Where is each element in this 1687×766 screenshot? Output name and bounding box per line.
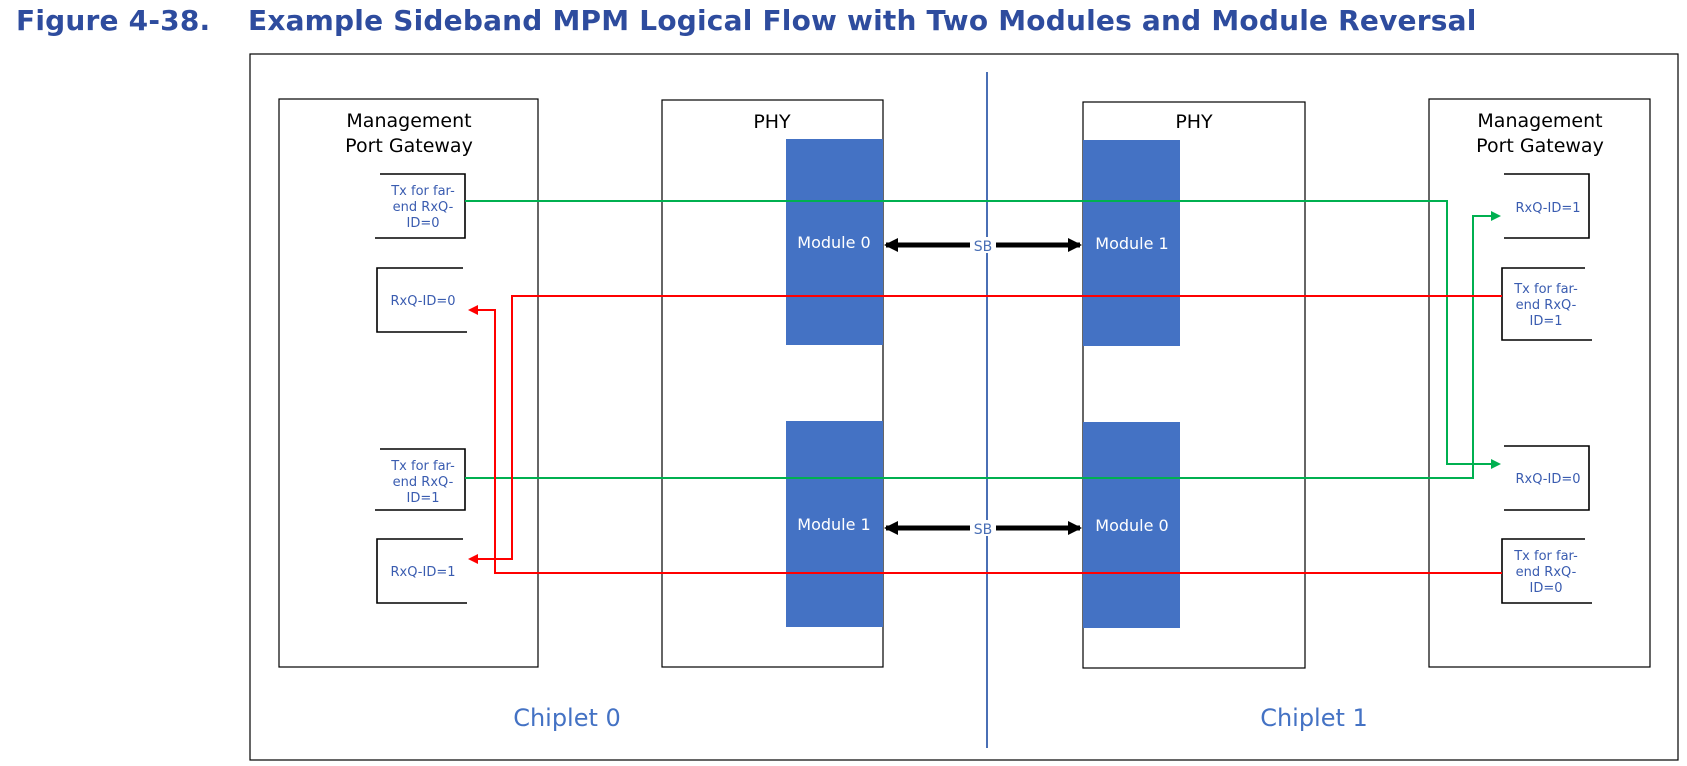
chiplet0-phy-title: PHY <box>753 111 791 133</box>
figure-title: Example Sideband MPM Logical Flow with T… <box>248 4 1477 37</box>
chiplet0-gateway: Management Port Gateway Tx for far- end … <box>278 98 539 668</box>
chiplet1-rx-queue-0: RxQ-ID=0 <box>1504 445 1590 511</box>
chiplet1-tx1-line3: ID=1 <box>1529 314 1562 329</box>
outer-frame <box>249 53 1679 761</box>
sideband-link-bottom: SB <box>884 520 1082 538</box>
chiplet1-gateway-title-line1: Management <box>1477 110 1602 132</box>
chiplet1-tx0-line3: ID=0 <box>1529 581 1562 596</box>
sideband-bottom-label: SB <box>974 522 993 538</box>
sideband-link-top: SB <box>884 237 1082 255</box>
chiplet0-module-bottom-block <box>786 421 883 627</box>
chiplet0-tx1-line1: Tx for far- <box>390 459 455 474</box>
figure-caption: Figure 4-38. Example Sideband MPM Logical… <box>16 4 1477 37</box>
chiplet1-tx-queue-0: Tx for far- end RxQ- ID=0 <box>1501 538 1592 604</box>
chiplet1-rx-queue-1: RxQ-ID=1 <box>1504 173 1590 239</box>
chiplet0-tx0-line1: Tx for far- <box>390 184 455 199</box>
chiplet0-module-top-block <box>786 139 883 345</box>
chiplet0-tx1-line3: ID=1 <box>406 491 439 506</box>
chiplet1-gateway-title-line2: Port Gateway <box>1476 135 1604 157</box>
flow-red-to-chiplet0-rxq0 <box>468 305 1502 574</box>
chiplet1-tx1-line2: end RxQ- <box>1516 298 1577 313</box>
chiplet1-tx0-line2: end RxQ- <box>1516 565 1577 580</box>
sideband-top-label: SB <box>974 239 993 255</box>
chiplet1-module-top-block <box>1083 140 1180 346</box>
chiplet0-module-bottom-label: Module 1 <box>797 515 870 534</box>
chiplet1-tx-queue-1: Tx for far- end RxQ- ID=1 <box>1501 267 1592 341</box>
chiplet1-tx1-line1: Tx for far- <box>1513 282 1578 297</box>
chiplet1-tx0-line1: Tx for far- <box>1513 549 1578 564</box>
chiplet0-tx0-line2: end RxQ- <box>393 200 454 215</box>
chiplet1-rx1-label: RxQ-ID=1 <box>1515 201 1580 216</box>
chiplet1-gateway: Management Port Gateway RxQ-ID=1 Tx for … <box>1428 98 1651 668</box>
chiplet0-rx-queue-0: RxQ-ID=0 <box>376 267 467 333</box>
chiplet0-gateway-title-line1: Management <box>346 110 471 132</box>
chiplet0-tx1-line2: end RxQ- <box>393 475 454 490</box>
chiplet0-tx0-line3: ID=0 <box>406 216 439 231</box>
chiplet0-rx1-label: RxQ-ID=1 <box>390 565 455 580</box>
chiplet0-tx-queue-0: Tx for far- end RxQ- ID=0 <box>375 173 466 239</box>
chiplet1-module-bottom-block <box>1083 422 1180 628</box>
chiplet1-module-top-label: Module 1 <box>1095 234 1168 253</box>
chiplet1-rx0-label: RxQ-ID=0 <box>1515 472 1580 487</box>
chiplet1-phy: PHY Module 1 Module 0 <box>1082 101 1306 669</box>
flow-red-to-chiplet0-rxq1 <box>468 295 1502 564</box>
chiplet0-module-top-label: Module 0 <box>797 233 870 252</box>
figure-number: Figure 4-38. <box>16 4 211 37</box>
chiplet1-phy-title: PHY <box>1175 111 1213 133</box>
flow-green-to-chiplet1-rxq1 <box>465 211 1501 479</box>
chiplet0-tx-queue-1: Tx for far- end RxQ- ID=1 <box>375 448 466 511</box>
chiplet1-module-bottom-label: Module 0 <box>1095 516 1168 535</box>
chiplet0-rx-queue-1: RxQ-ID=1 <box>376 538 467 604</box>
chiplet0-label: Chiplet 0 <box>513 704 621 732</box>
chiplet0-phy: PHY Module 0 Module 1 <box>661 99 884 668</box>
chiplet0-gateway-title-line2: Port Gateway <box>345 135 473 157</box>
chiplet0-rx0-label: RxQ-ID=0 <box>390 294 455 309</box>
chiplet1-label: Chiplet 1 <box>1260 704 1368 732</box>
